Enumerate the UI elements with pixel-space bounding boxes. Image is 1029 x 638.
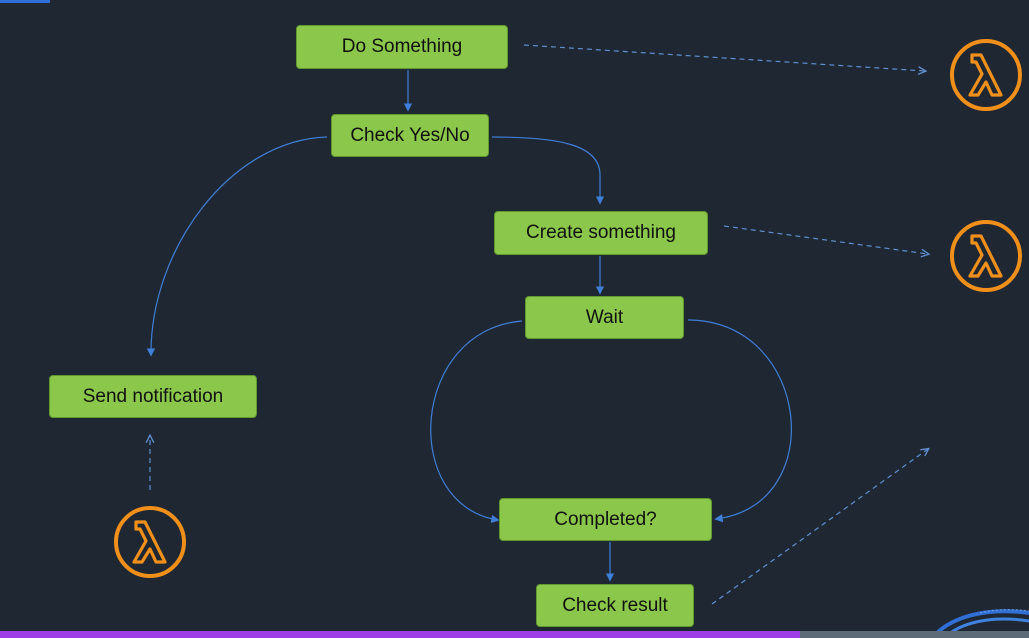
node-check-result[interactable]: Check result: [536, 584, 694, 627]
node-send-notification[interactable]: Send notification: [49, 375, 257, 418]
node-completed[interactable]: Completed?: [499, 498, 712, 541]
dashed-edge-result-to-offscreen: [711, 449, 928, 605]
edge-check-to-notify: [146, 136, 328, 357]
node-create-something[interactable]: Create something: [494, 211, 708, 255]
bottom-bar: [0, 631, 1029, 638]
dashed-edge-do-to-lambda-1: [523, 44, 925, 71]
node-check-yes-no[interactable]: Check Yes/No: [331, 114, 489, 157]
lambda-icon-send-notification[interactable]: [112, 504, 188, 580]
bottom-bar-track: [800, 631, 1029, 638]
edge-wait-to-completed-left: [430, 320, 523, 524]
node-wait[interactable]: Wait: [525, 296, 684, 339]
edge-wait-to-completed-right: [687, 319, 792, 523]
edge-check-to-create: [491, 136, 605, 205]
node-do-something[interactable]: Do Something: [296, 25, 508, 69]
lambda-icon-create-something[interactable]: [948, 218, 1024, 294]
dashed-edge-create-to-lambda-2: [723, 225, 928, 254]
lambda-icon-do-something[interactable]: [948, 37, 1024, 113]
bottom-bar-accent: [0, 631, 800, 638]
corner-tab: [0, 0, 50, 3]
